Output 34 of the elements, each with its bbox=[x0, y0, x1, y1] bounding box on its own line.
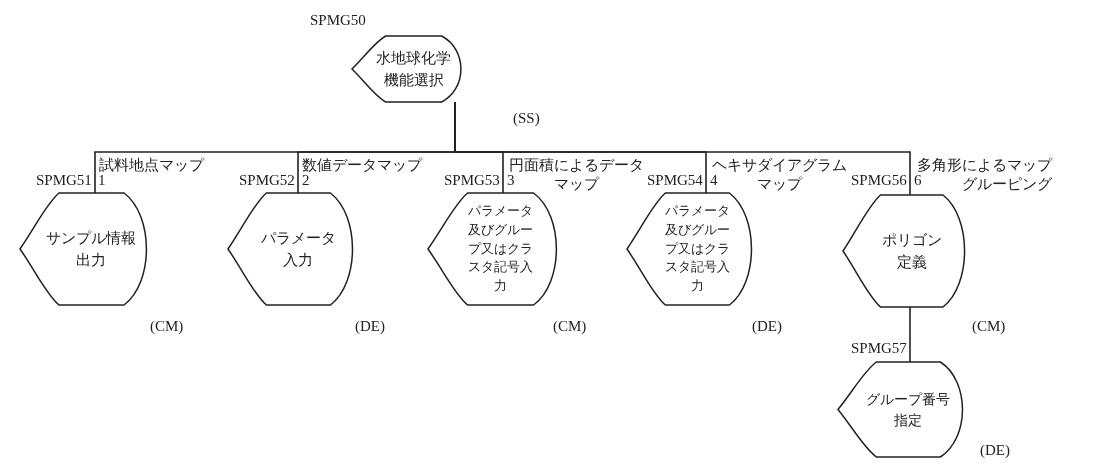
module-type: (DE) bbox=[752, 318, 782, 335]
display-shape bbox=[20, 193, 150, 305]
display-shape bbox=[428, 193, 560, 305]
module-type: (SS) bbox=[513, 110, 540, 127]
branch-number: 6 bbox=[914, 172, 922, 189]
module-id: SPMG50 bbox=[310, 12, 366, 29]
display-shape bbox=[843, 195, 968, 307]
branch-number: 2 bbox=[302, 172, 310, 189]
connector-line bbox=[909, 306, 911, 363]
module-id: SPMG52 bbox=[239, 172, 295, 189]
node-text: パラメータ入力 bbox=[259, 227, 337, 271]
module-id: SPMG51 bbox=[36, 172, 92, 189]
module-id: SPMG56 bbox=[851, 172, 907, 189]
branch-number: 3 bbox=[507, 172, 515, 189]
display-shape bbox=[228, 193, 356, 305]
node-text: グループ番号指定 bbox=[865, 389, 952, 430]
module-id: SPMG54 bbox=[647, 172, 703, 189]
node-text: パラメータ及びグループ又はクラスタ記号入力 bbox=[466, 202, 534, 295]
display-shape bbox=[627, 193, 755, 305]
node-text: 水地球化学機能選択 bbox=[375, 47, 453, 91]
branch-number: 4 bbox=[710, 172, 718, 189]
display-shape bbox=[838, 362, 966, 457]
branch-number: 1 bbox=[98, 172, 106, 189]
node-text: パラメータ及びグループ又はクラスタ記号入力 bbox=[663, 202, 731, 295]
module-type: (CM) bbox=[150, 318, 184, 335]
node-text: ポリゴン定義 bbox=[880, 229, 943, 273]
module-type: (DE) bbox=[355, 318, 385, 335]
node-text: サンプル情報出力 bbox=[45, 227, 137, 271]
display-shape bbox=[352, 36, 464, 102]
module-type: (DE) bbox=[980, 442, 1010, 459]
module-type: (CM) bbox=[972, 318, 1006, 335]
module-id: SPMG53 bbox=[444, 172, 500, 189]
module-type: (CM) bbox=[553, 318, 587, 335]
module-id: SPMG57 bbox=[851, 340, 907, 357]
